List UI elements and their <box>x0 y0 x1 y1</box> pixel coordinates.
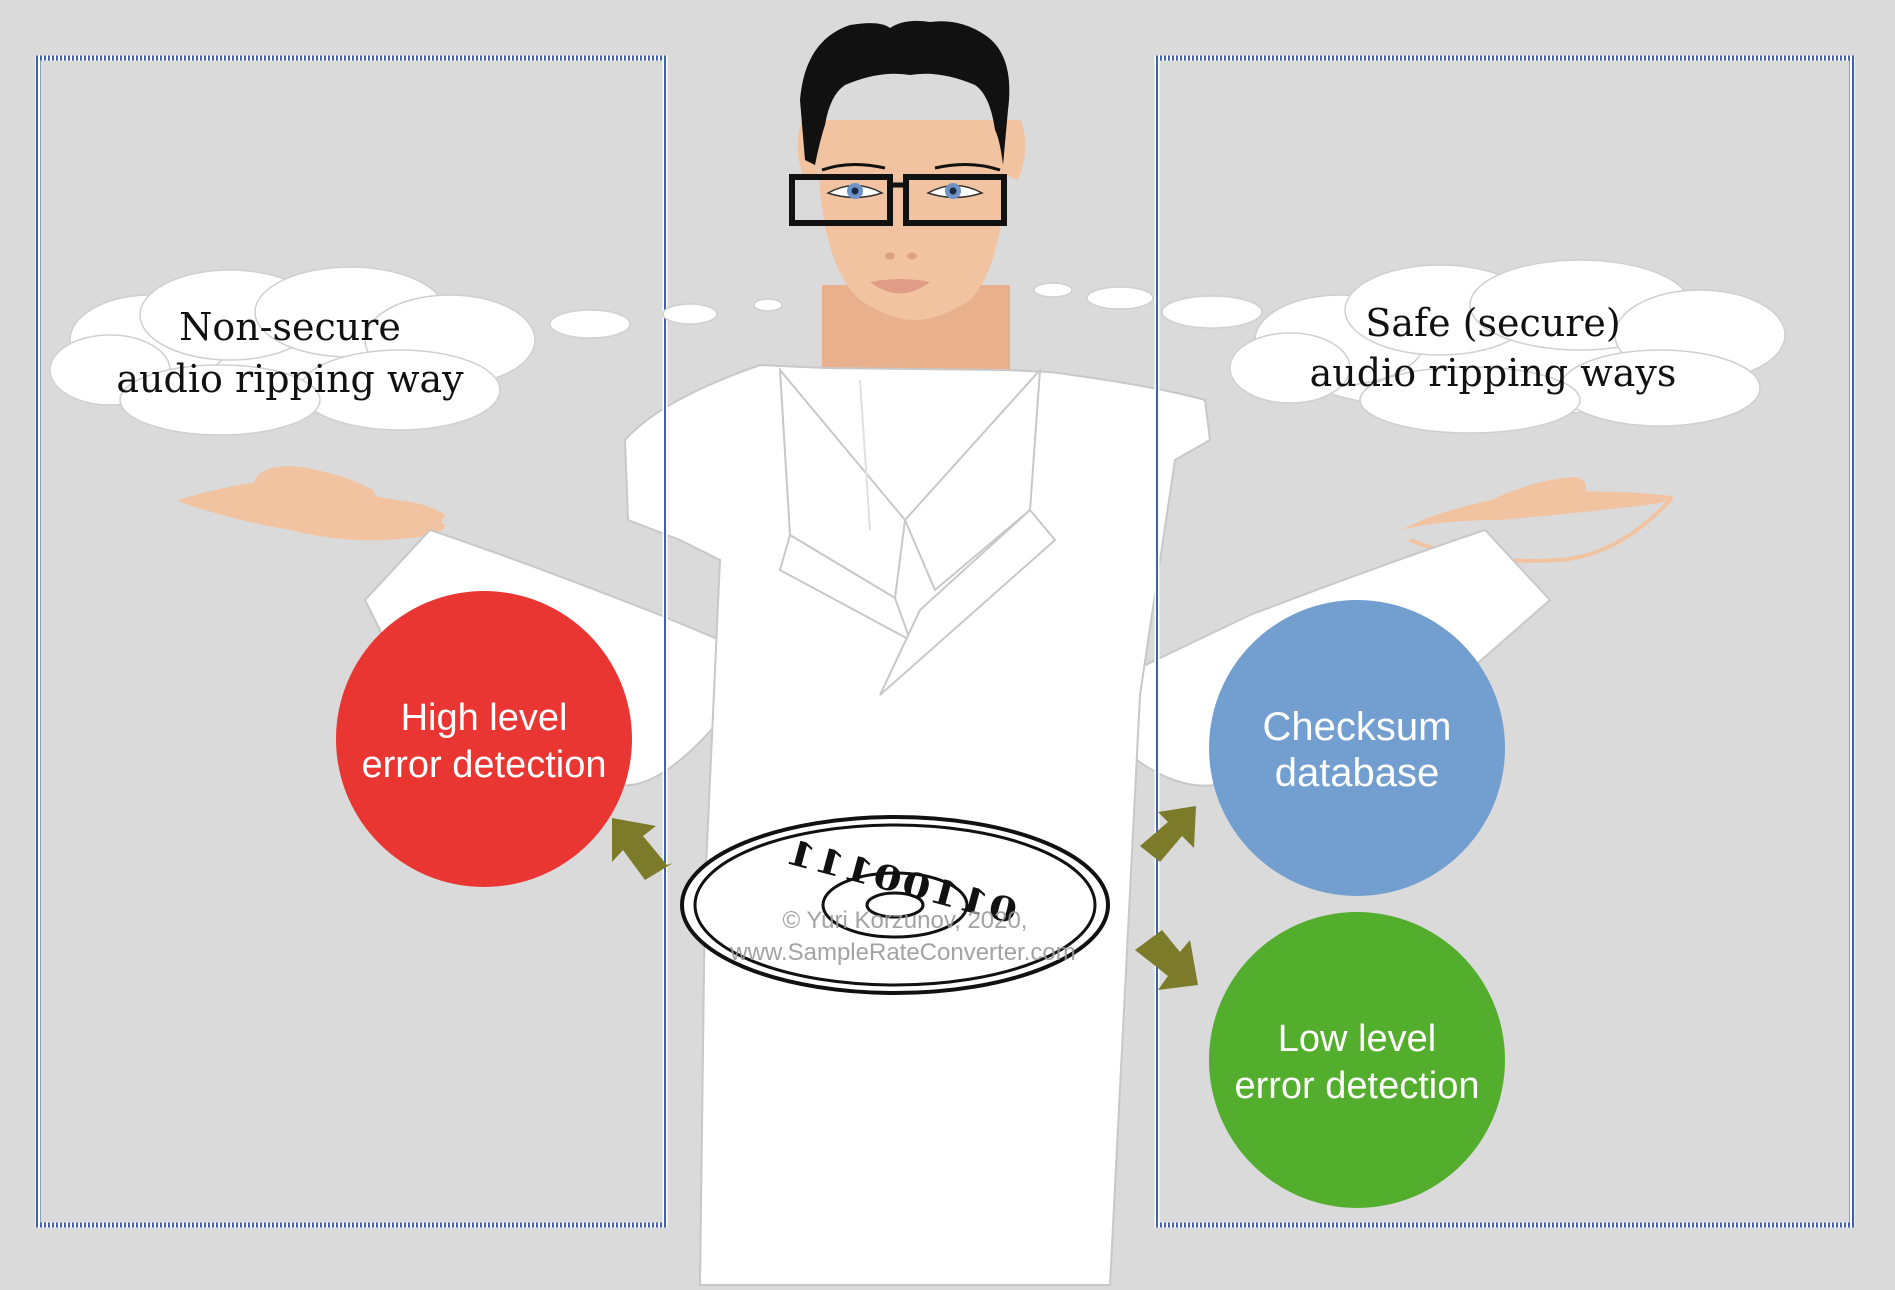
mouth <box>870 279 930 294</box>
right-palm <box>1400 491 1673 530</box>
low-level-line1: Low level <box>1278 1018 1436 1060</box>
arrows <box>612 806 1198 990</box>
hair <box>800 20 1010 165</box>
left-thought-line1: Non-secure <box>179 305 401 349</box>
right-ear <box>1005 120 1026 180</box>
right-pupil <box>949 187 957 195</box>
left-eyebrow <box>821 162 886 172</box>
disc-outer-ring <box>680 815 1110 995</box>
left-panel-border <box>35 55 668 1228</box>
checksum-database-circle <box>1209 600 1505 896</box>
left-nostril <box>885 252 895 260</box>
arrow-to-high-level <box>612 818 673 880</box>
arrow-to-checksum <box>1135 806 1196 862</box>
disc-inner-ring <box>693 823 1097 987</box>
right-lapel <box>903 367 1042 592</box>
right-eyebrow <box>934 162 1001 172</box>
right-thought-bubbles <box>1033 282 1263 329</box>
right-thought-line1: Safe (secure) <box>1365 301 1620 345</box>
coat-seam <box>859 379 871 531</box>
high-level-line2: error detection <box>361 744 606 786</box>
watermark-line1: © Yuri Korzunov, 2020, <box>783 907 1028 934</box>
right-panel-border <box>1154 55 1855 1228</box>
low-level-line2: error detection <box>1234 1065 1479 1107</box>
checksum-line1: Checksum <box>1263 705 1452 749</box>
right-thumb <box>1489 477 1586 519</box>
neck <box>822 285 1010 375</box>
cd-disc <box>680 815 1110 995</box>
high-level-error-detection-circle <box>336 591 632 887</box>
left-thumb <box>254 466 376 509</box>
left-palm <box>175 482 445 541</box>
arrow-to-low-level <box>1135 930 1198 990</box>
right-collar-fold <box>879 508 1057 696</box>
glasses-left-lens <box>789 174 893 226</box>
checksum-line2: database <box>1275 751 1440 795</box>
right-thought-cloud <box>1229 259 1786 434</box>
left-thought-bubbles <box>549 298 783 339</box>
watermark-line2: www.SampleRateConverter.com <box>729 939 1075 966</box>
disc-hole <box>865 891 925 919</box>
high-level-line1: High level <box>401 697 568 739</box>
glasses-right-lens <box>903 174 1007 226</box>
left-thought-cloud <box>49 266 536 436</box>
disc-hub-ring <box>821 871 969 939</box>
left-pupil <box>851 187 859 195</box>
right-nostril <box>907 252 917 260</box>
left-thought-line2: audio ripping way <box>116 357 464 401</box>
right-thought-line2: audio ripping ways <box>1310 351 1677 395</box>
low-level-error-detection-circle <box>1209 912 1505 1208</box>
